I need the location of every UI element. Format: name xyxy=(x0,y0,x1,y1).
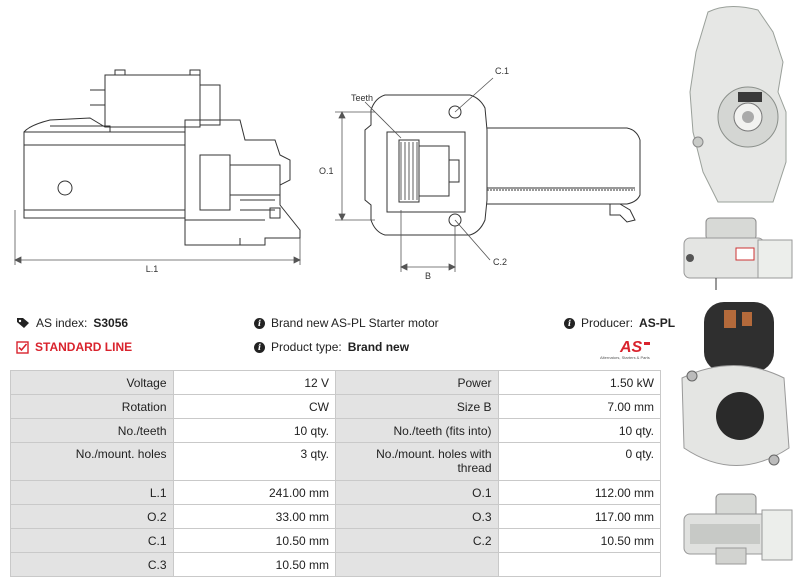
dim-label-c2: C.2 xyxy=(493,257,507,267)
spec-value: 117.00 mm xyxy=(497,504,661,529)
as-index: AS index: S3056 xyxy=(16,316,128,330)
description-text: Brand new AS-PL Starter motor xyxy=(271,316,439,330)
product-photo-side[interactable] xyxy=(676,210,796,294)
spec-key: No./teeth (fits into) xyxy=(335,418,499,443)
producer: i Producer: AS-PL xyxy=(564,316,675,330)
spec-key xyxy=(335,552,499,577)
dim-label-b: B xyxy=(425,271,431,281)
spec-key: C.1 xyxy=(10,528,174,553)
spec-key: C.3 xyxy=(10,552,174,577)
spec-value: 10 qty. xyxy=(172,418,336,443)
spec-value: 241.00 mm xyxy=(172,480,336,505)
dim-label-c1: C.1 xyxy=(495,66,509,76)
standard-line: STANDARD LINE xyxy=(16,340,132,354)
spec-key: Rotation xyxy=(10,394,174,419)
spec-value: 33.00 mm xyxy=(172,504,336,529)
spec-key: C.2 xyxy=(335,528,499,553)
spec-key: Size B xyxy=(335,394,499,419)
info-icon: i xyxy=(564,317,575,329)
product-photos xyxy=(672,0,800,580)
dim-label-o1: O.1 xyxy=(319,166,334,176)
info-icon: i xyxy=(254,317,265,329)
spec-key: O.1 xyxy=(335,480,499,505)
side-view-drawing: L.1 xyxy=(14,69,301,274)
product-info: AS index: S3056 STANDARD LINE i Brand ne… xyxy=(14,312,675,362)
spec-value: 0 qty. xyxy=(497,442,661,481)
product-photo-rear[interactable] xyxy=(674,298,798,484)
product-type: i Product type: Brand new xyxy=(254,340,409,354)
spec-value: 10.50 mm xyxy=(172,528,336,553)
logo-tagline: Alternators, Starters & Parts xyxy=(600,355,650,360)
spec-key: Voltage xyxy=(10,370,174,395)
spec-value: 1.50 kW xyxy=(497,370,661,395)
as-pl-logo: AS Alternators, Starters & Parts xyxy=(600,339,650,360)
spec-value xyxy=(497,552,661,577)
checkbox-icon xyxy=(16,340,29,354)
technical-drawings: L.1 xyxy=(0,0,670,300)
product-type-value: Brand new xyxy=(347,340,410,354)
spec-key: L.1 xyxy=(10,480,174,505)
spec-value: 3 qty. xyxy=(172,442,336,481)
product-description: i Brand new AS-PL Starter motor xyxy=(254,316,439,330)
product-type-label: Product type: xyxy=(271,340,342,354)
product-photo-bottom[interactable] xyxy=(676,488,796,578)
producer-value: AS-PL xyxy=(639,316,676,330)
spec-value: CW xyxy=(172,394,336,419)
spec-value: 10.50 mm xyxy=(497,528,661,553)
spec-value: 112.00 mm xyxy=(497,480,661,505)
spec-key: No./mount. holes with thread xyxy=(335,442,499,481)
spec-value: 10 qty. xyxy=(497,418,661,443)
spec-key: O.2 xyxy=(10,504,174,529)
tag-icon xyxy=(17,318,29,328)
dim-label-teeth: Teeth xyxy=(351,93,373,103)
dim-label-l1: L.1 xyxy=(146,264,159,274)
product-photo-front[interactable] xyxy=(678,2,796,207)
logo-mark: AS xyxy=(619,339,643,356)
spec-key: O.3 xyxy=(335,504,499,529)
producer-label: Producer: xyxy=(581,316,634,330)
standard-line-label: STANDARD LINE xyxy=(35,340,133,354)
spec-key: No./mount. holes xyxy=(10,442,174,481)
as-index-label: AS index: xyxy=(36,316,88,330)
spec-value: 10.50 mm xyxy=(172,552,336,577)
spec-key: No./teeth xyxy=(10,418,174,443)
spec-value: 12 V xyxy=(172,370,336,395)
front-view-drawing: Teeth C.1 C.2 O.1 B xyxy=(319,66,641,281)
info-icon: i xyxy=(254,341,265,353)
as-index-value: S3056 xyxy=(93,316,129,330)
spec-key: Power xyxy=(335,370,499,395)
spec-value: 7.00 mm xyxy=(497,394,661,419)
